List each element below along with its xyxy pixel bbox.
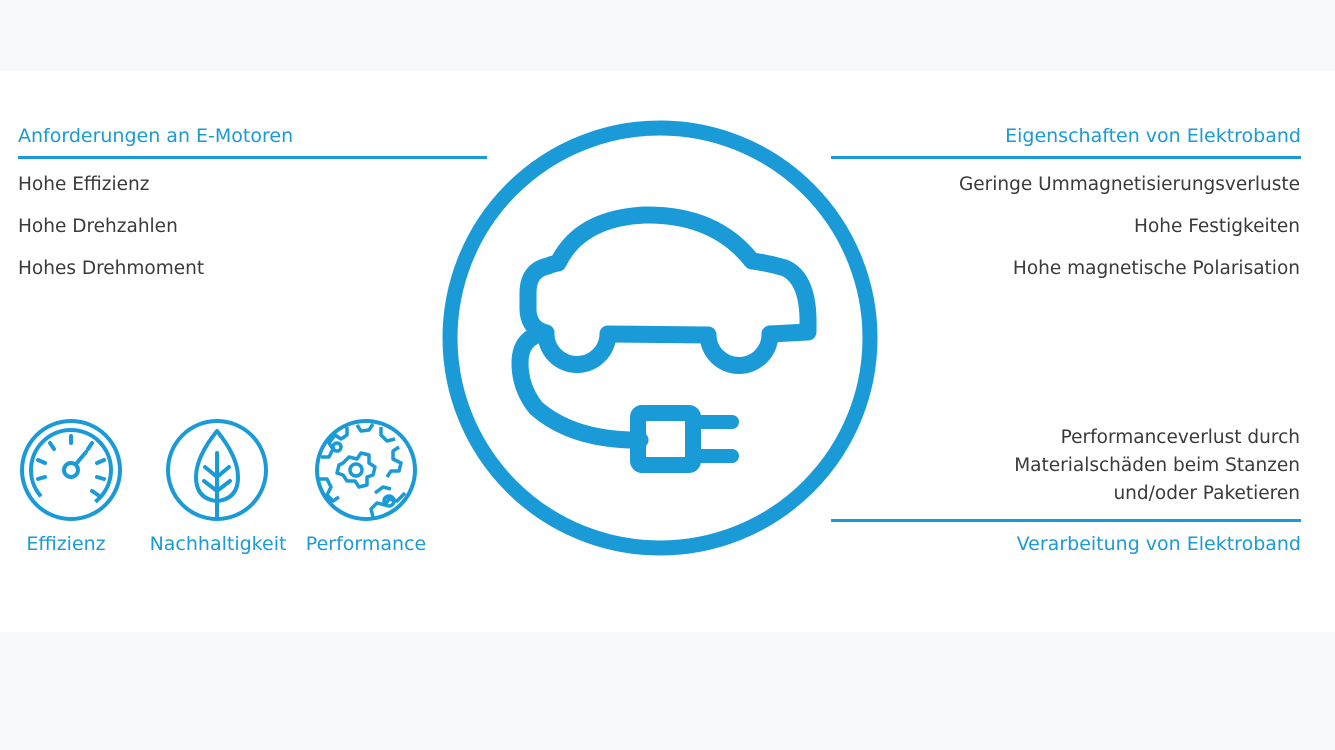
left-item: Hohe Drehzahlen xyxy=(18,216,178,237)
icon-label: Effizienz xyxy=(26,533,106,555)
left-heading-rule xyxy=(18,156,487,159)
processing-note-line: Performanceverlust durch xyxy=(1060,427,1300,448)
right-item: Hohe magnetische Polarisation xyxy=(1012,258,1300,279)
processing-rule xyxy=(831,519,1301,522)
electric-car-plug-icon xyxy=(442,120,878,556)
left-item: Hohes Drehmoment xyxy=(18,258,205,279)
right-heading-rule xyxy=(831,156,1301,159)
processing-note-line: und/oder Paketieren xyxy=(1113,483,1300,504)
icon-label: Nachhaltigkeit xyxy=(149,533,287,555)
content-panel xyxy=(0,71,1335,632)
processing-note-line: Materialschäden beim Stanzen xyxy=(1014,455,1300,476)
right-heading: Eigenschaften von Elektroband xyxy=(1005,125,1301,147)
gears-icon xyxy=(315,419,417,521)
left-heading: Anforderungen an E-Motoren xyxy=(18,125,294,147)
processing-heading: Verarbeitung von Elektroband xyxy=(1016,533,1301,555)
processing-note: Performanceverlust durch Materialschäden… xyxy=(1014,424,1300,508)
leaf-icon xyxy=(166,419,268,521)
right-item: Geringe Ummagnetisierungsverluste xyxy=(958,174,1300,195)
speedometer-icon xyxy=(20,419,122,521)
right-item: Hohe Festigkeiten xyxy=(1134,216,1300,237)
icon-label: Performance xyxy=(305,533,427,555)
left-item: Hohe Effizienz xyxy=(18,174,150,195)
